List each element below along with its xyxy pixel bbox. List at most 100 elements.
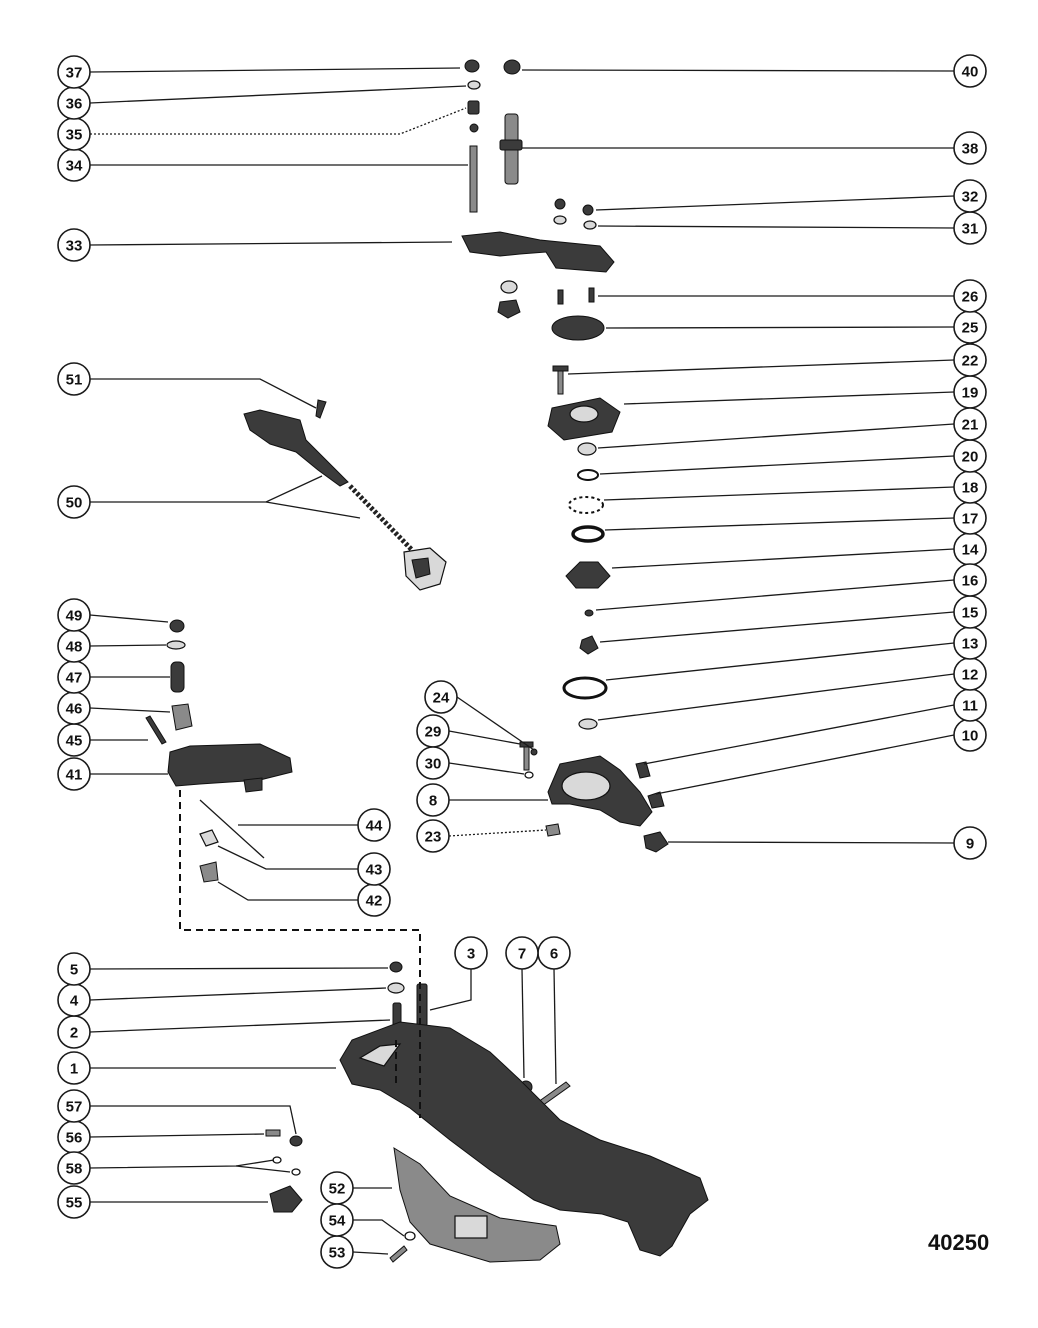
callout-circle	[953, 343, 987, 377]
leader-line-25	[605, 326, 955, 329]
leader-line-3	[429, 969, 472, 1011]
screw-56	[265, 1129, 281, 1137]
leader-line-29	[448, 730, 521, 745]
callout-number: 50	[66, 495, 83, 512]
callout-number: 37	[66, 65, 83, 82]
bolt-29	[523, 745, 530, 771]
callout-56: 56	[57, 1120, 91, 1154]
leader-line-56	[89, 1133, 265, 1138]
leader-line-43	[217, 845, 358, 870]
washer-58b	[291, 1168, 301, 1176]
leader-line-36	[89, 85, 467, 104]
callout-number: 36	[66, 96, 83, 113]
callout-number: 49	[66, 608, 83, 625]
fitting-11	[635, 761, 651, 779]
leader-line-23	[448, 829, 547, 837]
callout-circle	[57, 757, 91, 791]
seal-17	[571, 525, 605, 543]
bolt-22	[557, 367, 564, 395]
callout-41: 41	[57, 757, 91, 791]
callout-13: 13	[953, 626, 987, 660]
bearing-14	[565, 561, 611, 589]
callout-circle	[320, 1203, 354, 1237]
washer-31a	[553, 215, 567, 225]
callout-35: 35	[57, 117, 91, 151]
nut-49	[169, 619, 185, 633]
callout-number: 42	[366, 893, 383, 910]
leader-line-22	[567, 359, 955, 375]
leader-line-37	[89, 67, 461, 73]
leader-line-33	[89, 241, 453, 246]
callout-11: 11	[953, 688, 987, 722]
callout-number: 35	[66, 127, 83, 144]
callout-number: 54	[329, 1213, 346, 1230]
callout-50: 50	[57, 485, 91, 519]
callout-30: 30	[416, 746, 450, 780]
callout-number: 51	[66, 372, 83, 389]
callout-6: 6	[537, 936, 571, 970]
washer-36	[467, 80, 481, 90]
callout-number: 47	[66, 670, 83, 687]
callout-number: 2	[70, 1025, 78, 1042]
pin-24	[530, 748, 538, 756]
lever-41-tab	[243, 777, 263, 793]
callout-number: 33	[66, 238, 83, 255]
housing-19-bore	[569, 405, 599, 423]
callout-19: 19	[953, 375, 987, 409]
callout-40: 40	[953, 54, 987, 88]
callout-circle	[57, 485, 91, 519]
leader-line-31	[597, 225, 955, 229]
lever-33	[461, 231, 615, 273]
leader-line-21	[597, 423, 955, 449]
leader-line-18	[603, 486, 955, 501]
callout-16: 16	[953, 563, 987, 597]
callout-number: 20	[962, 449, 979, 466]
callout-number: 29	[425, 724, 442, 741]
leader-line-40	[521, 69, 955, 72]
callout-number: 18	[962, 480, 979, 497]
leader-line-50	[90, 475, 323, 503]
ring-18	[568, 496, 604, 514]
bushing-46	[171, 703, 193, 731]
callout-circle	[454, 936, 488, 970]
callout-number: 24	[433, 690, 450, 707]
assembly-route-line	[179, 790, 421, 1118]
callout-number: 16	[962, 573, 979, 590]
callout-26: 26	[953, 279, 987, 313]
leader-line-17	[604, 517, 955, 531]
plate-52	[393, 1147, 561, 1263]
ball-16	[584, 609, 594, 617]
callout-number: 58	[66, 1161, 83, 1178]
callout-circle	[57, 1185, 91, 1219]
leader-line-57	[90, 1105, 297, 1135]
callout-29: 29	[416, 714, 450, 748]
callout-circle	[953, 131, 987, 165]
leader-line-10	[655, 734, 955, 795]
callout-36: 36	[57, 86, 91, 120]
leader-line-2	[89, 1019, 391, 1033]
callout-circle	[57, 228, 91, 262]
callout-53: 53	[320, 1235, 354, 1269]
callout-number: 41	[66, 767, 83, 784]
callout-circle	[57, 1151, 91, 1185]
leader-line-54	[353, 1219, 405, 1237]
callout-33: 33	[57, 228, 91, 262]
callout-38: 38	[953, 131, 987, 165]
washer-35b	[469, 123, 479, 133]
screw-26a	[557, 289, 564, 305]
bracket-50	[243, 409, 349, 487]
stud-34	[469, 145, 478, 213]
leader-line-7	[521, 968, 525, 1079]
leader-line-42	[217, 881, 358, 901]
callout-2: 2	[57, 1015, 91, 1049]
bolt-22-head	[552, 365, 569, 372]
callout-number: 45	[66, 733, 83, 750]
callout-number: 7	[518, 946, 526, 963]
callout-31: 31	[953, 211, 987, 245]
callout-37: 37	[57, 55, 91, 89]
callout-layer: 1234567891011121314151617181920212223242…	[57, 54, 987, 1269]
stud-3	[416, 983, 428, 1027]
callout-circle	[953, 563, 987, 597]
clip-43	[199, 829, 219, 847]
callout-circle	[953, 279, 987, 313]
